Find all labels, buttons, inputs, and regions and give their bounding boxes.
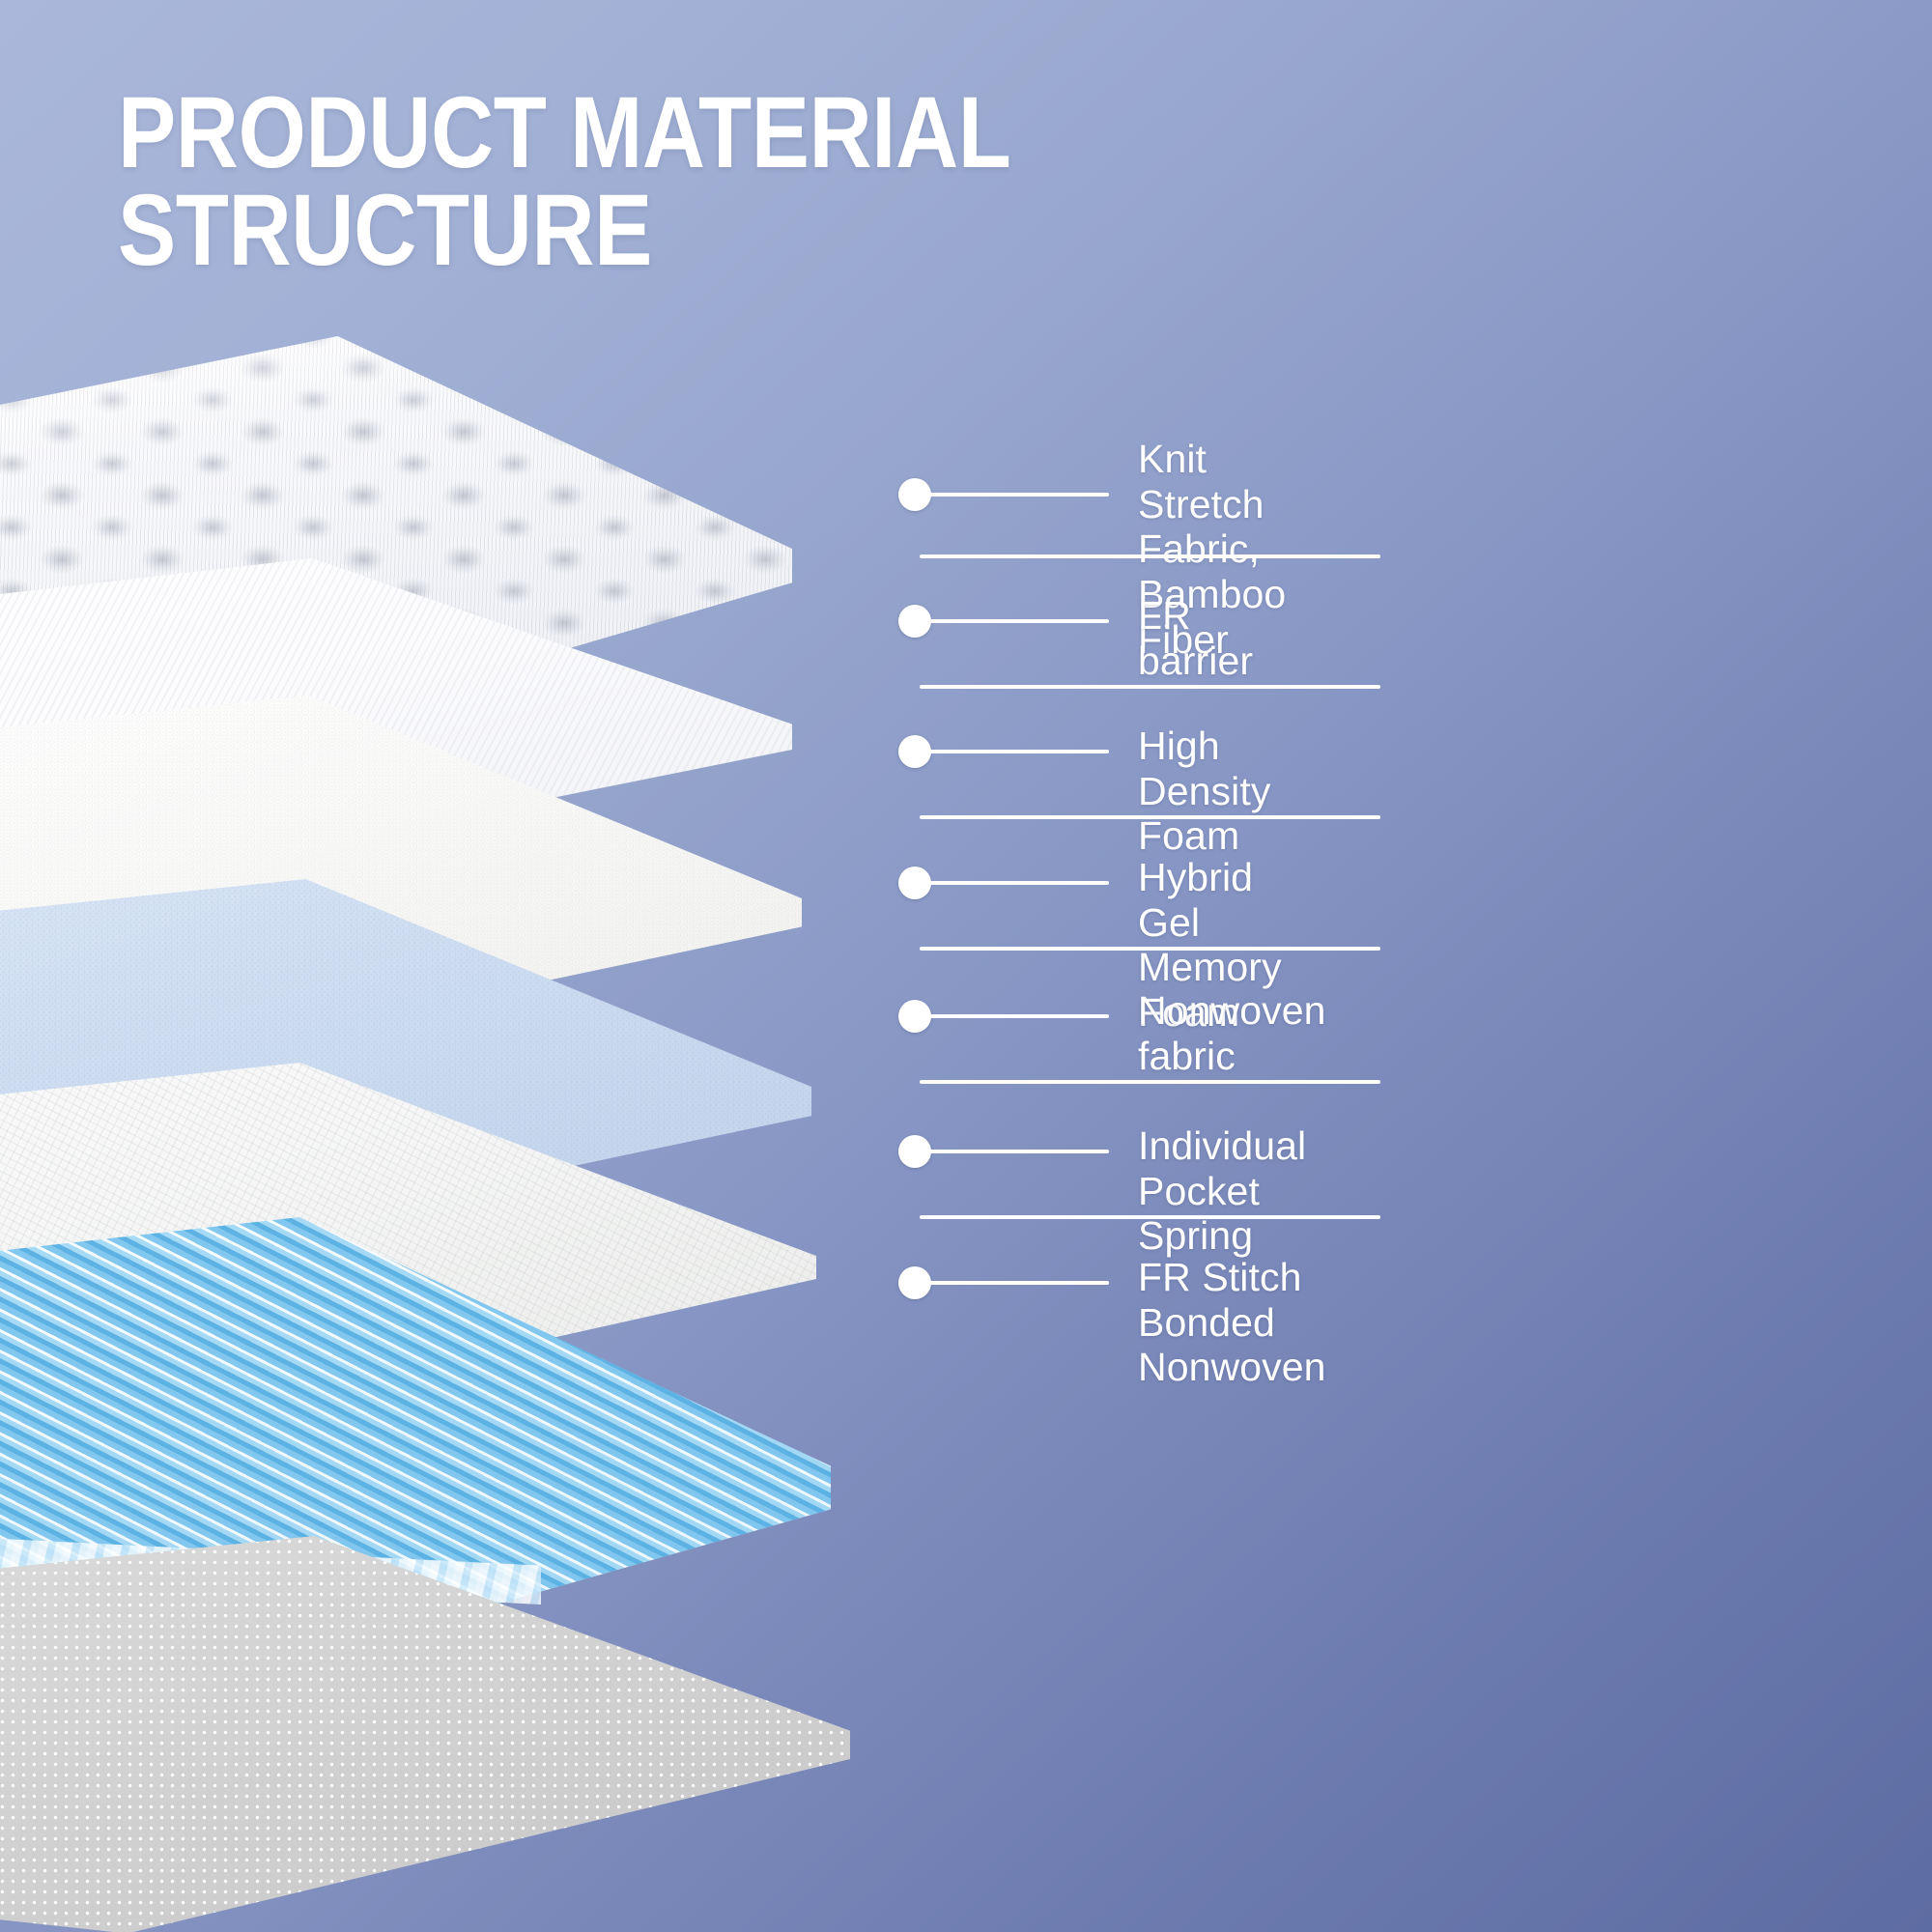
callout-label-text: FR barrier: [1138, 593, 1254, 683]
callout-label-text: Nonwoven fabric: [1138, 988, 1326, 1078]
callout-label-text: Knit Stretch Fabric, Bamboo Fiber: [1138, 437, 1287, 662]
layer-fr-stitch-bonded-nonwoven: [0, 1536, 850, 1932]
callout-label-text: Individual Pocket Spring: [1138, 1123, 1307, 1259]
page-title: PRODUCT MATERIAL STRUCTURE: [118, 76, 1011, 287]
callout-label-text: Hybrid Gel Memory Foam: [1138, 855, 1282, 1036]
fr-stitch-bonded-sheet: [0, 1536, 850, 1932]
callout-label-text: FR Stitch Bonded Nonwoven: [1138, 1255, 1326, 1390]
mattress-layer-stack-illustration: [0, 290, 1082, 1932]
callout-label-text: High Density Foam: [1138, 724, 1271, 859]
